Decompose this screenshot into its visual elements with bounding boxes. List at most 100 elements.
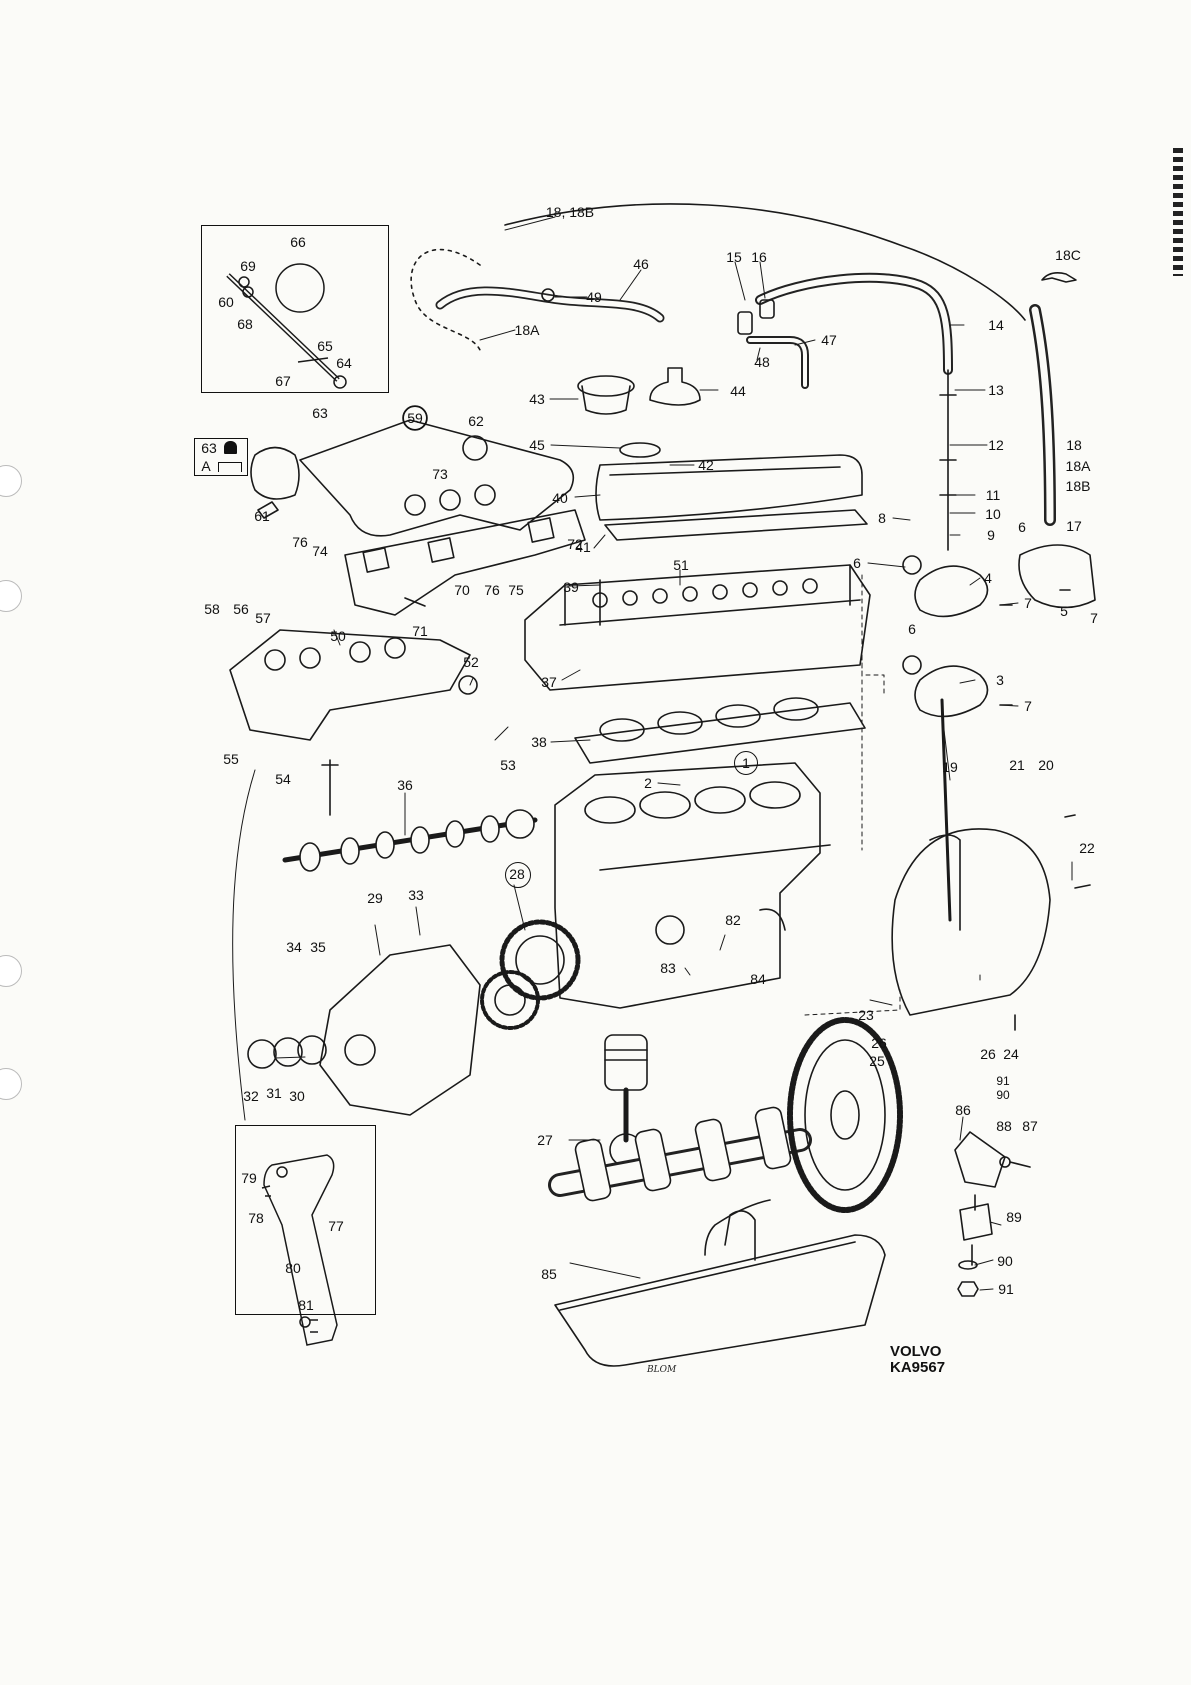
callout-58: 58 — [204, 601, 220, 617]
hose-18-loop — [410, 248, 481, 351]
callout-52: 52 — [463, 654, 479, 670]
callout-72: 72 — [567, 536, 583, 552]
callout-18b: 18B — [1065, 478, 1091, 494]
callout-18a-top: 18A — [514, 322, 540, 338]
callout-87: 87 — [1022, 1118, 1038, 1134]
callout-31: 31 — [266, 1085, 282, 1101]
mount-89 — [959, 1203, 993, 1241]
drawing-code: KA9567 — [890, 1359, 946, 1376]
callout-73: 73 — [432, 466, 448, 482]
callout-36: 36 — [397, 777, 413, 793]
callout-55: 55 — [223, 751, 239, 767]
inset-box-bottom — [235, 1125, 376, 1315]
intake-manifold-73 — [299, 419, 575, 537]
water-pump-4 — [914, 565, 989, 618]
callout-40: 40 — [552, 490, 568, 506]
symbol-box — [194, 438, 248, 476]
callout-66: 66 — [290, 234, 306, 250]
callout-14: 14 — [988, 317, 1004, 333]
page-edge-marks — [1173, 148, 1183, 276]
dipstick-part — [321, 759, 339, 816]
callout-74: 74 — [312, 543, 328, 559]
callout-1-circle — [734, 751, 758, 775]
oil-pan-85 — [554, 1234, 886, 1367]
callout-32: 32 — [243, 1088, 259, 1104]
callout-91b: 91 — [998, 1281, 1014, 1297]
callout-18-18b-top: 18, 18B — [545, 204, 595, 220]
callout-6b: 6 — [853, 555, 861, 571]
throttle-body — [250, 446, 300, 500]
cylinder-block-1 — [554, 762, 821, 1009]
callout-24: 24 — [1003, 1046, 1019, 1062]
symbol-63: 63 — [201, 440, 217, 456]
callout-82: 82 — [725, 912, 741, 928]
callout-15: 15 — [726, 249, 742, 265]
cylinder-head-37 — [524, 564, 871, 691]
callout-85: 85 — [541, 1266, 557, 1282]
symbol-letter: A — [201, 458, 211, 474]
callout-46: 46 — [633, 256, 649, 272]
callout-34: 34 — [286, 939, 302, 955]
callout-35: 35 — [310, 939, 326, 955]
callout-26b: 26 — [980, 1046, 996, 1062]
head-gasket-38 — [574, 702, 866, 764]
callout-8: 8 — [878, 510, 886, 526]
callout-70: 70 — [454, 582, 470, 598]
callout-3: 3 — [996, 672, 1004, 688]
seal-52 — [458, 675, 478, 695]
intake-manifold-50 — [229, 629, 471, 741]
callout-37: 37 — [541, 674, 557, 690]
callout-18c: 18C — [1055, 247, 1081, 263]
callout-86: 86 — [955, 1102, 971, 1118]
callout-27: 27 — [537, 1132, 553, 1148]
callout-42: 42 — [698, 457, 714, 473]
callout-39: 39 — [563, 579, 579, 595]
callout-18: 18 — [1066, 437, 1082, 453]
timing-gear-28 — [480, 919, 581, 1030]
callout-2: 2 — [644, 775, 652, 791]
callout-41: 41 — [575, 539, 591, 555]
callout-20: 20 — [1038, 757, 1054, 773]
callout-88: 88 — [996, 1118, 1012, 1134]
callout-53: 53 — [500, 757, 516, 773]
inset-box-top — [201, 225, 389, 393]
callout-28-circle — [505, 862, 531, 888]
gasket-41 — [604, 509, 868, 541]
water-pump-3 — [914, 665, 989, 718]
callout-62: 62 — [468, 413, 484, 429]
callout-75: 75 — [508, 582, 524, 598]
callout-77: 77 — [328, 1218, 344, 1234]
callout-9: 9 — [987, 527, 995, 543]
exhaust-manifold-70 — [344, 509, 586, 616]
callout-25: 25 — [869, 1053, 885, 1069]
hose-route-18 — [504, 203, 1026, 321]
valve-springs — [592, 578, 818, 608]
callout-12: 12 — [988, 437, 1004, 453]
valve-cover-40 — [595, 454, 863, 521]
callout-11: 11 — [985, 487, 1001, 503]
callout-44: 44 — [730, 383, 746, 399]
signature: BLOM — [647, 1365, 677, 1375]
callout-67: 67 — [275, 373, 291, 389]
callout-16: 16 — [751, 249, 767, 265]
callout-80: 80 — [285, 1260, 301, 1276]
callout-17: 17 — [1066, 518, 1082, 534]
callout-7b: 7 — [1090, 610, 1098, 626]
callout-64: 64 — [336, 355, 352, 371]
callout-76a: 76 — [292, 534, 308, 550]
callout-49: 49 — [586, 289, 602, 305]
seal-31 — [273, 1037, 303, 1067]
callout-6c: 6 — [908, 621, 916, 637]
oil-filler-cap-43 — [577, 375, 635, 415]
clamp-49 — [541, 288, 555, 302]
callout-63: 63 — [312, 405, 328, 421]
callout-57: 57 — [255, 610, 271, 626]
callout-7a: 7 — [1024, 595, 1032, 611]
stud-71 — [404, 597, 426, 607]
flame-trap-44 — [649, 367, 701, 406]
callout-84: 84 — [750, 971, 766, 987]
callout-19: 19 — [942, 759, 958, 775]
callout-48: 48 — [754, 354, 770, 370]
callout-91a: 91 — [996, 1074, 1010, 1088]
